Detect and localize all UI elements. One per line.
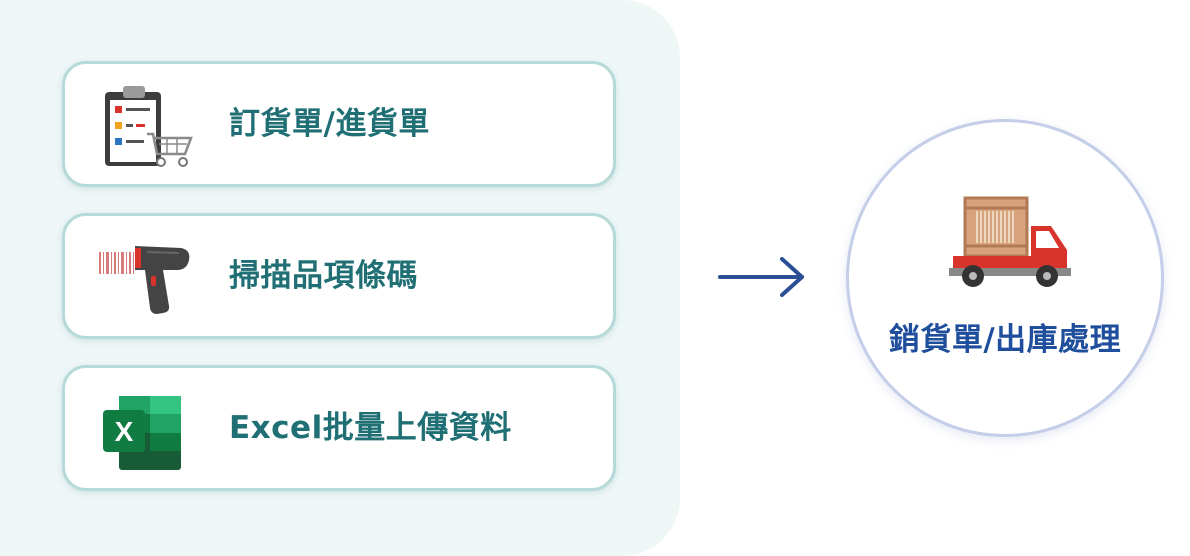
source-card-purchase-order: 訂貨單/進貨單 <box>62 61 616 187</box>
target-node-sales-order: 銷貨單/出庫處理 <box>846 119 1164 437</box>
source-card-excel-upload: X Excel批量上傳資料 <box>62 365 616 491</box>
clipboard-cart-icon <box>105 86 193 167</box>
arrow-right-icon <box>718 257 804 297</box>
source-label: Excel批量上傳資料 <box>229 410 512 446</box>
excel-icon-letter: X <box>115 416 134 447</box>
target-label: 銷貨單/出庫處理 <box>888 322 1122 358</box>
source-card-barcode-scan: 掃描品項條碼 <box>62 213 616 339</box>
source-label: 訂貨單/進貨單 <box>229 106 430 142</box>
excel-icon: X <box>103 396 181 470</box>
source-label: 掃描品項條碼 <box>229 258 418 294</box>
delivery-truck-icon <box>949 196 1071 287</box>
barcode-scanner-icon <box>99 246 190 314</box>
input-sources-panel: 訂貨單/進貨單 掃描品項條碼 X <box>0 0 680 556</box>
